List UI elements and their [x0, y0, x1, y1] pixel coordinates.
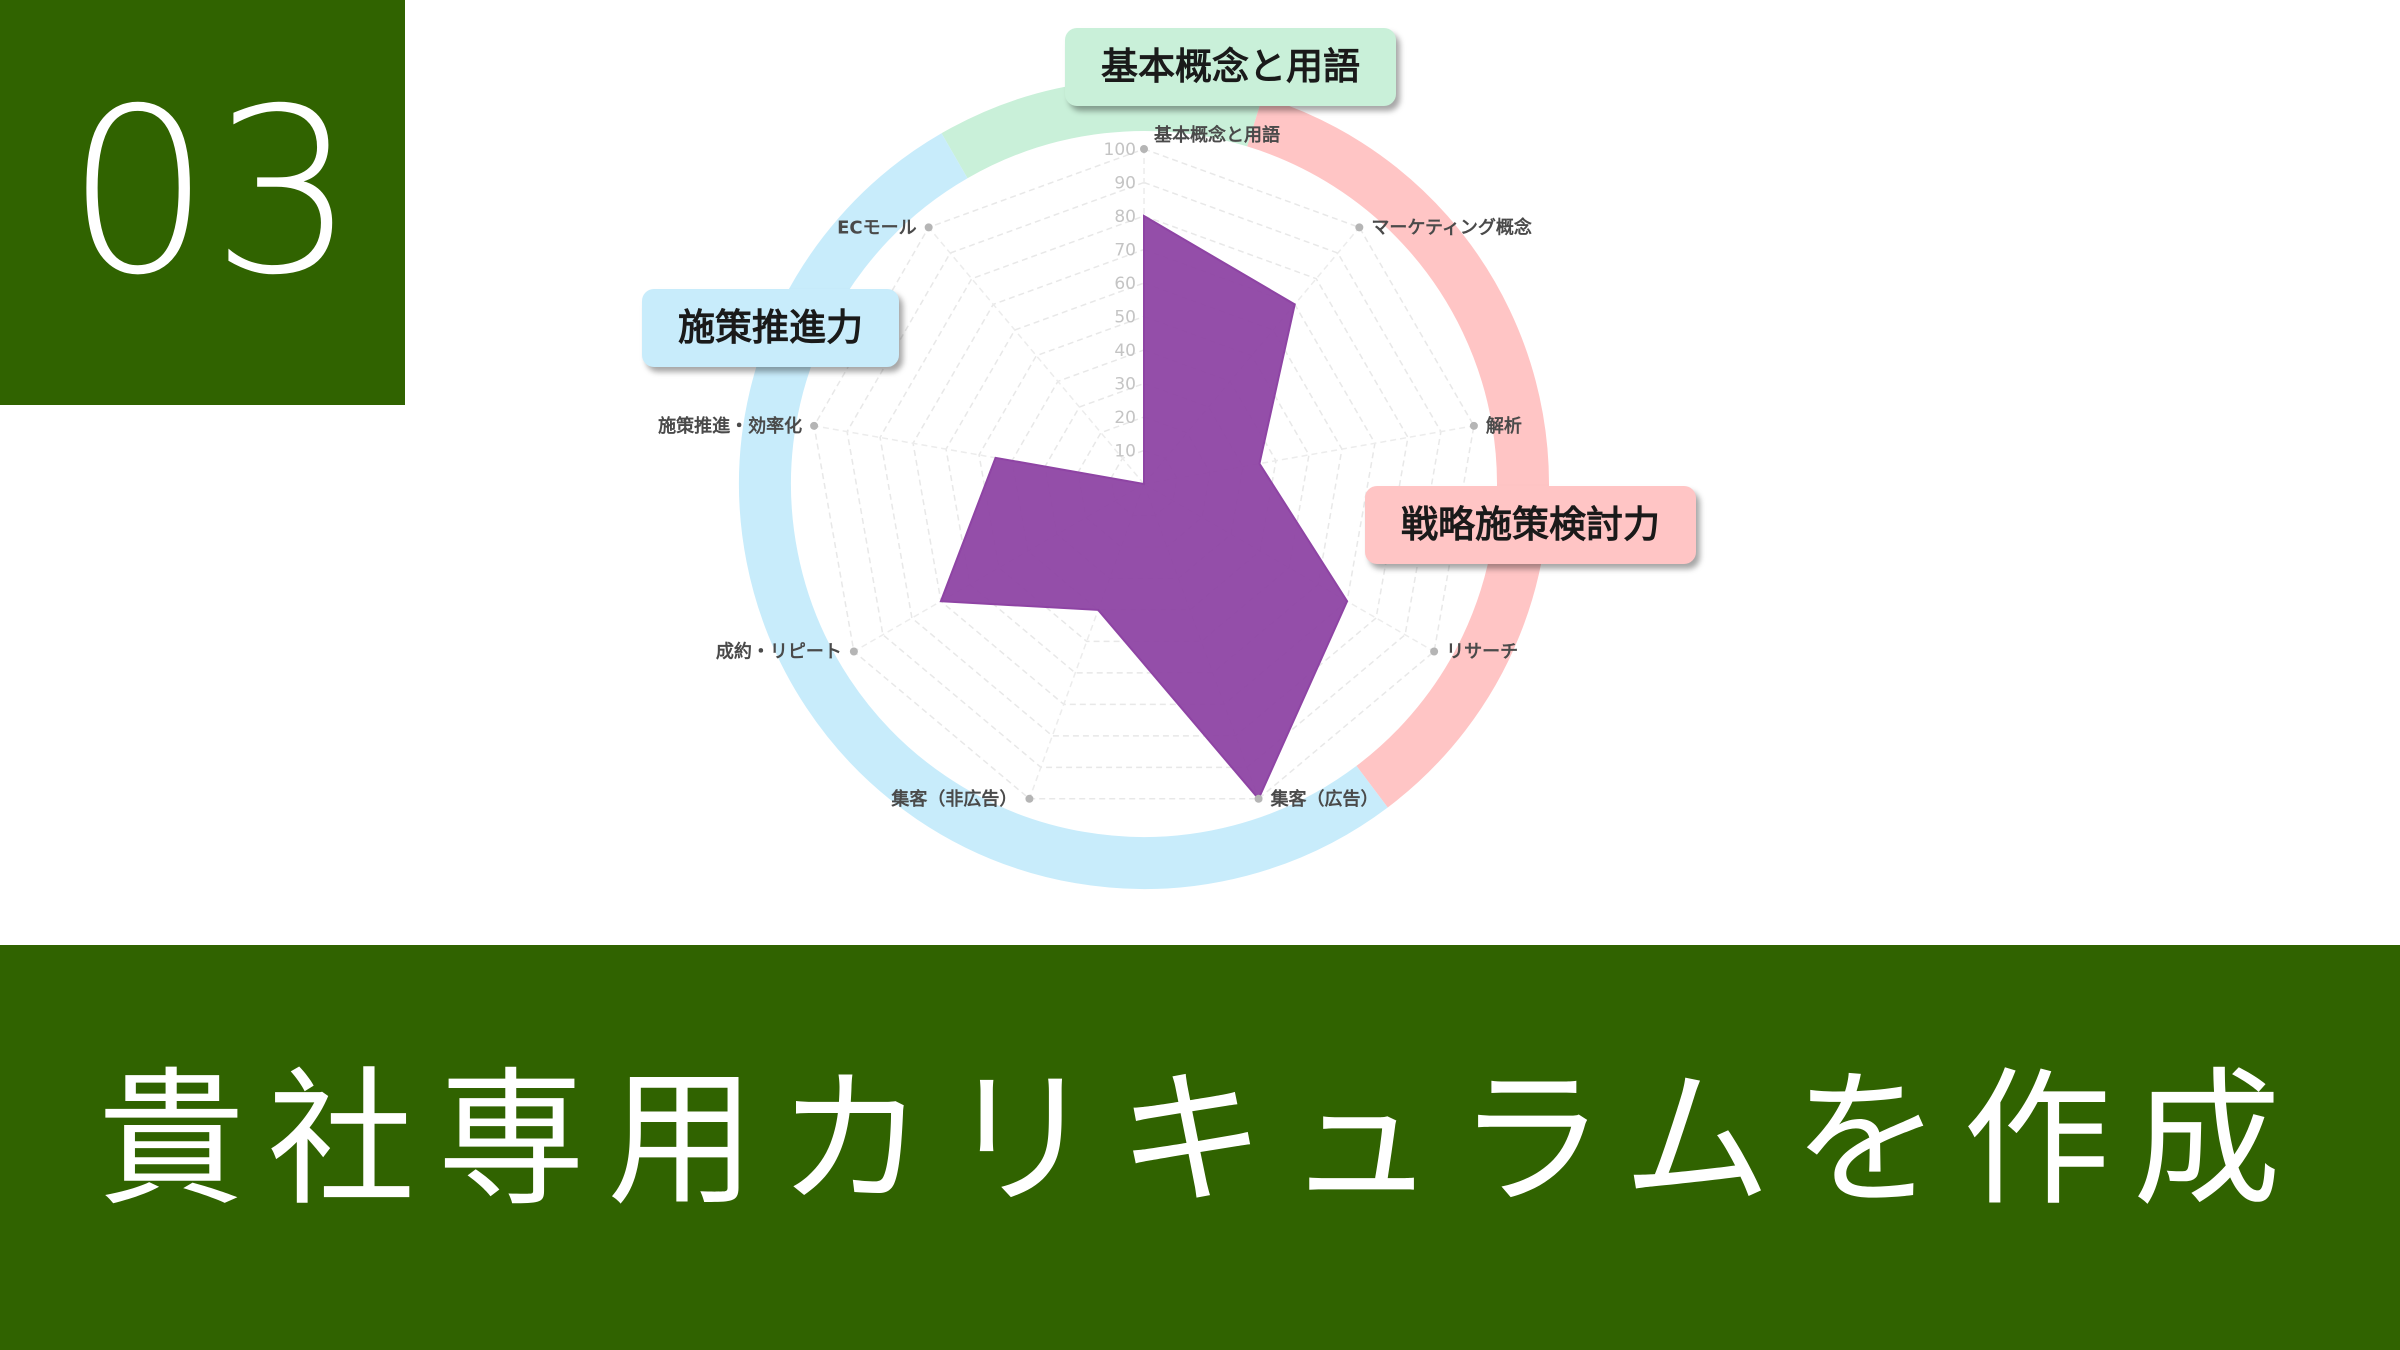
axis-label: 集客（非広告）	[890, 788, 1017, 810]
category-tag-execution: 施策推進力	[642, 289, 899, 367]
axis-label: 基本概念と用語	[1153, 124, 1280, 146]
r-tick-label: 60	[1114, 274, 1136, 294]
r-tick-label: 70	[1114, 241, 1136, 261]
r-tick-label: 100	[1104, 140, 1136, 160]
footer-band: 貴社専用カリキュラムを作成	[0, 945, 2400, 1350]
category-tag-strategy: 戦略施策検討力	[1365, 486, 1696, 564]
grid-ring	[945, 282, 1343, 674]
axis-dot	[924, 223, 933, 232]
axis-dot	[1025, 794, 1034, 803]
axis-dot	[1469, 421, 1478, 430]
axis-label: マーケティング概念	[1371, 216, 1532, 238]
r-tick-label: 30	[1114, 375, 1136, 395]
category-tag-basics: 基本概念と用語	[1065, 28, 1396, 106]
ring-segment-basics	[941, 79, 1263, 179]
axis-label: 解析	[1486, 415, 1522, 437]
grid-ring	[813, 148, 1475, 800]
grid-ring	[912, 248, 1376, 706]
axis-dot	[810, 421, 819, 430]
axis-label: 施策推進・効率化	[658, 415, 802, 437]
axis-dot	[1355, 223, 1364, 232]
r-tick-label: 90	[1114, 174, 1136, 194]
radar-chart-svg: 10 20 30 40 50 60 70 80 90 100 基本概念と用語マーケティング概念解析リ…	[658, 79, 1549, 889]
axis-dot	[1140, 145, 1148, 153]
ring-segment-strategy	[1247, 96, 1549, 808]
grid-ring	[1077, 416, 1211, 548]
axis-dot	[1254, 794, 1263, 803]
footer-title: 貴社専用カリキュラムを作成	[97, 1054, 2303, 1226]
data-series-area	[939, 214, 1349, 801]
axis-dot	[1430, 647, 1439, 656]
axis-label: 成約・リピート	[716, 641, 842, 663]
r-tick-label: 10	[1114, 442, 1136, 462]
radar-chart: 10 20 30 40 50 60 70 80 90 100 基本概念と用語マーケティング概念解析リ…	[600, 0, 1800, 930]
r-tick-label: 50	[1114, 308, 1136, 328]
grid-spoke	[928, 226, 1145, 485]
step-number: 03	[66, 59, 357, 325]
r-tick-label: 20	[1114, 408, 1136, 428]
step-number-box: 03	[0, 0, 405, 405]
grid-ring	[879, 215, 1409, 737]
r-tick-label: 80	[1114, 207, 1136, 227]
axis-label: 集客（広告）	[1270, 788, 1379, 810]
r-tick-label: 40	[1114, 341, 1136, 361]
axis-dot	[849, 647, 858, 656]
axis-label: リサーチ	[1446, 642, 1518, 663]
axis-label: ECモール	[837, 217, 917, 238]
